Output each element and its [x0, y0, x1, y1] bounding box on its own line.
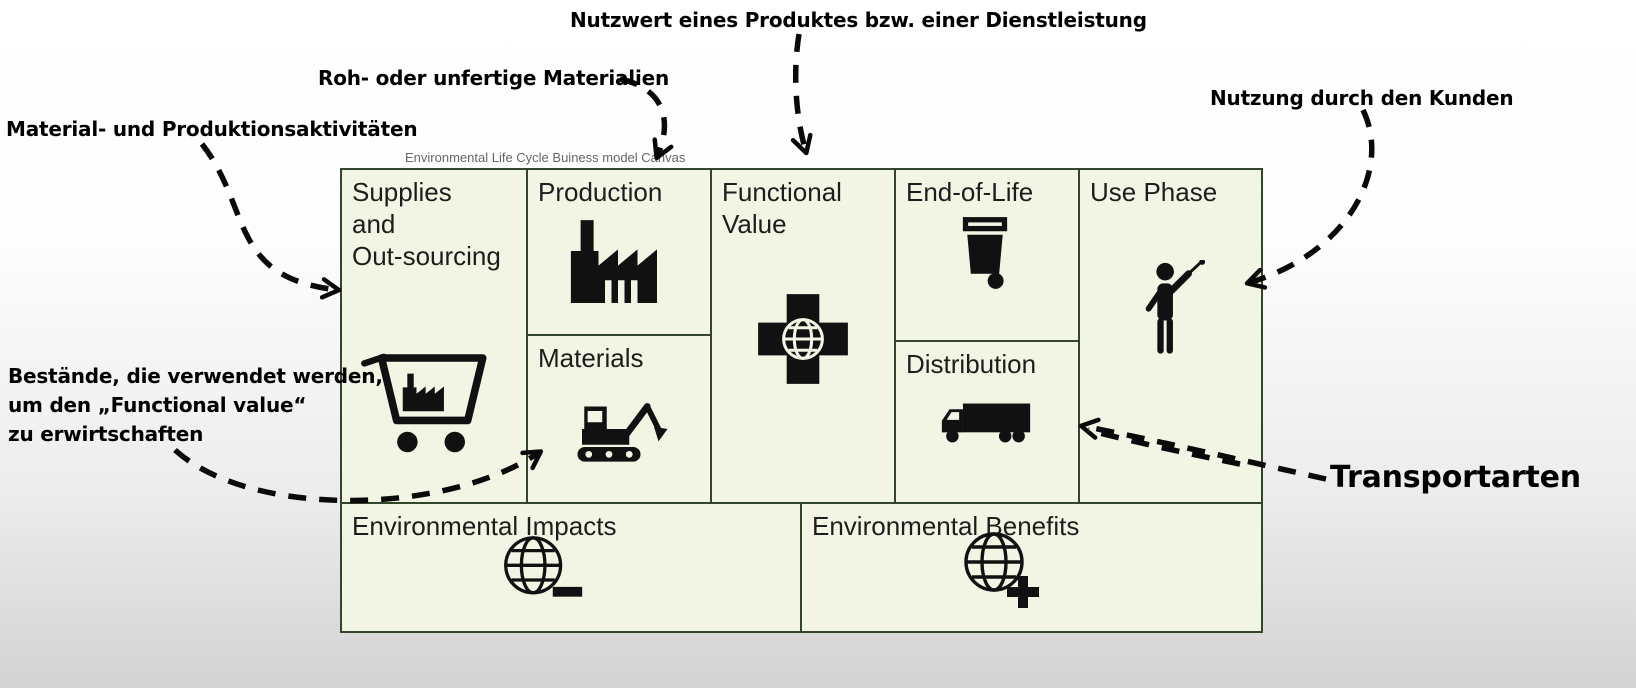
arrow-production — [199, 142, 342, 300]
cell-supplies: Supplies and Out-sourcing — [342, 170, 526, 502]
annotation-transport-types: Transportarten — [1330, 460, 1581, 495]
annotation-materials: Roh- oder unfertige Materialien — [318, 66, 670, 90]
cell-label-use-phase: Use Phase — [1090, 177, 1218, 207]
cell-distribution: Distribution — [896, 342, 1078, 502]
arrow-materials — [619, 76, 674, 161]
cell-environmental-impacts: Environmental Impacts — [342, 504, 800, 631]
cell-use-phase: Use Phase — [1080, 170, 1261, 502]
factory-icon — [570, 220, 657, 303]
cell-label-distribution: Distribution — [906, 349, 1037, 379]
annotation-functional-value: Nutzwert eines Produktes bzw. einer Dien… — [570, 8, 1147, 32]
person-selfie-icon — [1145, 260, 1206, 354]
trash-bin-icon — [962, 217, 1008, 289]
cell-label-environmental-benefits: Environmental Benefits — [812, 511, 1080, 541]
annotation-stocks: Bestände, die verwendet werden, um den „… — [8, 364, 383, 446]
cell-production: Production — [528, 170, 710, 334]
canvas-caption: Environmental Life Cycle Buiness model C… — [405, 150, 686, 165]
globe-plus-icon — [964, 532, 1039, 608]
globe-minus-icon — [504, 536, 583, 597]
cell-label-production: Production — [538, 177, 663, 207]
cell-label-end-of-life: End-of-Life — [906, 177, 1034, 207]
annotation-customer-use: Nutzung durch den Kunden — [1210, 86, 1514, 110]
cell-end-of-life: End-of-Life — [896, 170, 1078, 340]
truck-icon — [941, 403, 1031, 443]
business-model-canvas: Supplies and Out-sourcing Production — [340, 168, 1263, 633]
cell-materials: Materials — [528, 336, 710, 502]
cell-environmental-benefits: Environmental Benefits — [802, 504, 1261, 631]
arrow-customer-use — [1244, 108, 1375, 290]
arrow-functional-value — [790, 33, 813, 156]
excavator-icon — [577, 403, 668, 462]
cell-label-environmental-impacts: Environmental Impacts — [352, 511, 617, 541]
cell-label-materials: Materials — [538, 343, 644, 373]
annotation-production-activities: Material- und Produktionsaktivitäten — [6, 117, 418, 141]
cell-label-supplies: Supplies and Out-sourcing — [352, 177, 501, 272]
cross-globe-icon — [758, 294, 848, 384]
cell-functional-value: Functional Value — [712, 170, 894, 502]
shopping-cart-factory-icon — [361, 353, 487, 453]
cell-label-functional-value: Functional Value — [722, 177, 842, 240]
